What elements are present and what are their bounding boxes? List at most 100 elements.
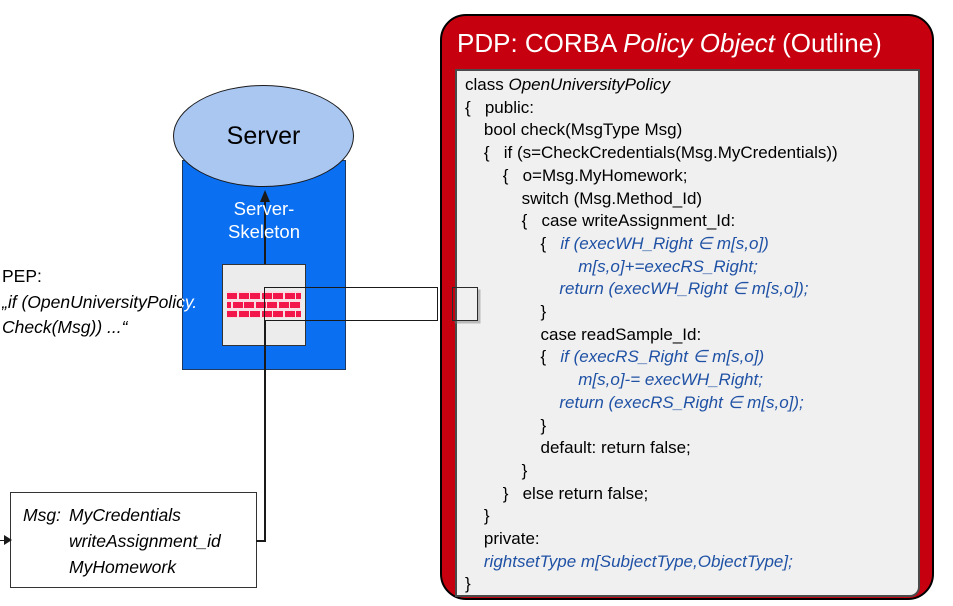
code-line: } xyxy=(465,415,918,438)
code-line: { o=Msg.MyHomework; xyxy=(465,165,918,188)
code-line: } else return false; xyxy=(465,483,918,506)
pep-label-line3: Check(Msg)) ...“ xyxy=(2,317,128,337)
code-line: switch (Msg.Method_Id) xyxy=(465,188,918,211)
code-line: m[s,o]-= execWH_Right; xyxy=(465,369,918,392)
code-line: { public: xyxy=(465,97,918,120)
policy-code-panel: class OpenUniversityPolicy{ public: bool … xyxy=(455,69,920,597)
server-skeleton-label: Server- Skeleton xyxy=(182,197,346,243)
code-line: } xyxy=(465,301,918,324)
text-segment: rightsetType m[SubjectType,ObjectType]; xyxy=(483,551,793,571)
text-segment: { xyxy=(540,233,561,253)
brick xyxy=(284,310,295,317)
text-segment: (Outline) xyxy=(774,28,882,58)
code-line: rightsetType m[SubjectType,ObjectType]; xyxy=(465,551,918,574)
brick xyxy=(284,292,295,299)
server-skeleton-label-line2: Skeleton xyxy=(228,221,300,242)
code-line: case readSample_Id: xyxy=(465,324,918,347)
text-segment: } xyxy=(521,460,528,480)
text-segment: { public: xyxy=(465,97,534,117)
text-segment: if (execWH_Right ∈ m[s,o]) xyxy=(560,233,769,253)
brick xyxy=(290,301,300,308)
brick xyxy=(232,301,243,308)
text-segment: class xyxy=(465,75,509,94)
text-segment: } xyxy=(540,302,547,322)
arrowhead-up-icon xyxy=(259,190,270,202)
pep-pdp-connector-left xyxy=(264,287,438,321)
pep-label: PEP: „if (OpenUniversityPolicy. Check(Ms… xyxy=(2,264,302,341)
brick xyxy=(227,310,237,317)
brick-row xyxy=(227,300,301,309)
brick xyxy=(296,310,301,317)
text-segment: { case writeAssignment_Id: xyxy=(521,211,736,231)
code-line: } xyxy=(465,460,918,483)
message-flow-line-upper xyxy=(264,201,266,288)
server-skeleton-label-line1: Server- xyxy=(233,198,295,219)
brick xyxy=(255,301,266,308)
code-line: default: return false; xyxy=(465,437,918,460)
text-segment: m[s,o]+=execRS_Right; xyxy=(578,256,758,276)
brick xyxy=(227,301,231,308)
code-line: return (execWH_Right ∈ m[s,o]); xyxy=(465,278,918,301)
text-segment: default: return false; xyxy=(540,438,691,458)
brick xyxy=(267,301,277,308)
code-line: class OpenUniversityPolicy xyxy=(465,74,918,97)
arrowhead-right-icon xyxy=(4,535,12,545)
message-flow-line-lower xyxy=(264,321,266,541)
text-segment: } xyxy=(540,415,547,435)
brick-row xyxy=(227,309,301,318)
code-line: } xyxy=(465,505,918,528)
msg-box-label: Msg: xyxy=(23,505,61,525)
code-line: m[s,o]+=execRS_Right; xyxy=(465,256,918,279)
brick xyxy=(250,292,260,299)
brick xyxy=(296,292,301,299)
text-segment: } xyxy=(465,574,471,594)
msg-item: MyHomework xyxy=(69,557,176,577)
text-segment: switch (Msg.Method_Id) xyxy=(521,188,703,208)
code-line: { if (s=CheckCredentials(Msg.MyCredentia… xyxy=(465,142,918,165)
msg-incoming-line xyxy=(0,539,5,542)
pep-label-overlay: PEP: „if (OpenUniversityPolicy. Check(Ms… xyxy=(2,266,198,337)
msg-item: writeAssignment_id xyxy=(69,531,221,551)
code-line: { if (execWH_Right ∈ m[s,o]) xyxy=(465,233,918,256)
brick xyxy=(273,292,283,299)
pep-label-line1: PEP: xyxy=(2,266,42,286)
text-segment: if (execRS_Right ∈ m[s,o]) xyxy=(560,347,765,367)
brick xyxy=(261,292,272,299)
message-flow-line-elbow xyxy=(256,540,266,542)
text-segment: } xyxy=(483,506,490,526)
msg-item: MyCredentials xyxy=(69,505,181,525)
code-line: private: xyxy=(465,528,918,551)
text-segment: } else return false; xyxy=(502,483,649,503)
code-line: return (execRS_Right ∈ m[s,o]); xyxy=(465,392,918,415)
text-segment: { if (s=CheckCredentials(Msg.MyCredentia… xyxy=(483,143,838,163)
pep-pdp-connector-right xyxy=(452,287,478,321)
brick xyxy=(227,292,237,299)
text-segment: { xyxy=(540,347,561,367)
text-segment: return (execWH_Right ∈ m[s,o]); xyxy=(559,279,809,299)
text-segment: PDP: CORBA xyxy=(457,28,624,58)
brick xyxy=(244,301,254,308)
brick xyxy=(238,310,249,317)
server-ellipse: Server xyxy=(173,85,354,187)
server-label: Server xyxy=(226,121,301,150)
text-segment: m[s,o]-= execWH_Right; xyxy=(578,370,763,390)
pdp-panel: PDP: CORBA Policy Object (Outline) class… xyxy=(440,14,934,600)
text-segment: bool check(MsgType Msg) xyxy=(483,120,683,140)
text-segment: return (execRS_Right ∈ m[s,o]); xyxy=(559,392,804,412)
text-segment: case readSample_Id: xyxy=(540,324,702,344)
code-line: { if (execRS_Right ∈ m[s,o]) xyxy=(465,346,918,369)
code-line: bool check(MsgType Msg) xyxy=(465,119,918,142)
brick xyxy=(238,292,249,299)
brick xyxy=(278,301,289,308)
code-line: { case writeAssignment_Id: xyxy=(465,210,918,233)
code-line: } xyxy=(465,573,918,596)
pep-label-line2: „if (OpenUniversityPolicy. xyxy=(2,291,198,312)
text-segment: private: xyxy=(483,529,540,549)
brick-row xyxy=(227,291,301,300)
text-segment: { o=Msg.MyHomework; xyxy=(502,165,688,185)
brick xyxy=(261,310,272,317)
text-segment: Policy Object xyxy=(623,28,775,58)
brick xyxy=(250,310,260,317)
